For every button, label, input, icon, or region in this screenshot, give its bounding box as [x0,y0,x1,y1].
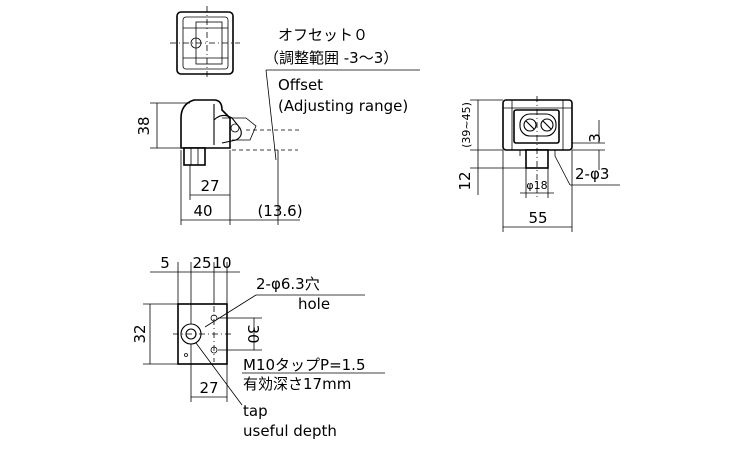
dim-40: 40 [193,202,212,220]
offset-leader [265,69,420,161]
dim-3: 3 [586,133,604,143]
dim-2-phi3: 2-φ3 [575,165,609,183]
hole-jp-label: 2-φ6.3穴 [256,275,320,293]
bottom-dims: 5 25 10 32 30 27 [131,254,262,402]
dim-phi18: φ18 [526,179,547,192]
dim-27-bottom: 27 [199,379,218,397]
depth-jp-label: 有効深さ17mm [243,375,351,393]
adjust-en-label: (Adjusting range) [278,97,408,115]
side-dims: 38 27 40 (13.6) [135,102,303,225]
front-view [502,96,573,200]
top-view [170,6,240,80]
offset-jp-label: オフセット０ [278,26,368,44]
tap-en-label: tap [243,402,268,420]
tap-jp-label: M10タップP=1.5 [243,356,366,374]
depth-en-label: useful depth [243,422,337,440]
dim-32: 32 [131,324,149,343]
side-view [180,99,300,166]
front-dims: (39~45) 12 3 φ18 2-φ3 55 [456,99,620,232]
dim-30: 30 [244,324,262,343]
adjust-jp-label: （調整範囲 -3〜3） [264,49,398,67]
dim-13-6: (13.6) [257,202,302,220]
dim-25: 25 [192,254,211,272]
dim-27-side: 27 [200,177,219,195]
bottom-view [173,303,232,365]
dim-5: 5 [160,254,170,272]
dim-12: 12 [456,171,474,190]
dim-10: 10 [212,254,231,272]
dim-38: 38 [135,116,153,135]
hole-en-label: hole [298,295,330,313]
dim-39-45: (39~45) [460,102,473,148]
bottom-leaders [195,294,385,406]
dim-55: 55 [528,209,547,227]
offset-en-label: Offset [278,76,323,94]
